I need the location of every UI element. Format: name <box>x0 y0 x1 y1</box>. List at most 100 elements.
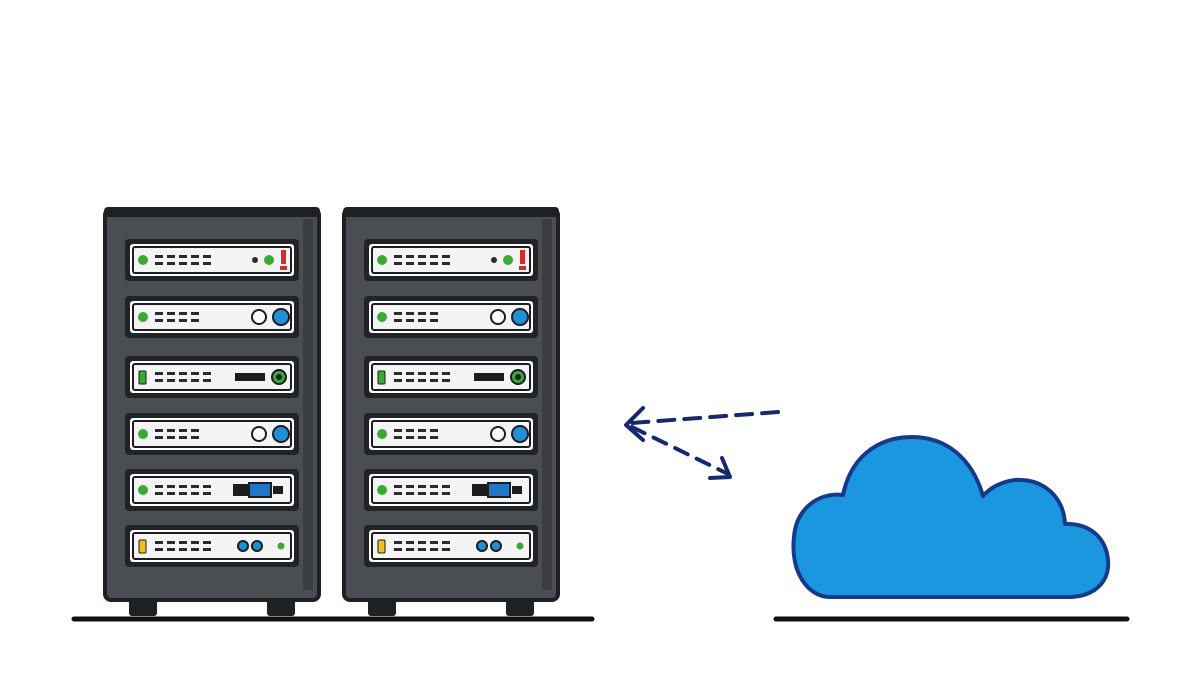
display-screen <box>487 482 511 498</box>
rack-side-panel <box>542 219 552 590</box>
server-rack-1 <box>103 207 321 616</box>
bay-inner <box>371 532 531 560</box>
bay-inner <box>132 420 292 448</box>
drive-button <box>251 309 267 325</box>
vent-slot <box>167 312 175 315</box>
vent-slot <box>155 492 163 495</box>
vent-slot <box>167 319 175 322</box>
vent-slot <box>155 255 163 258</box>
vent-slot <box>167 372 175 375</box>
vent-slot <box>430 541 438 544</box>
server-rack-2 <box>342 207 560 616</box>
vent-slot <box>418 492 426 495</box>
vent-slot <box>179 485 187 488</box>
vent-slot <box>155 312 163 315</box>
vent-slot <box>406 492 414 495</box>
display-bezel <box>233 484 249 496</box>
vent-slot <box>191 319 199 322</box>
rack-bay <box>125 356 299 398</box>
rack-bay <box>125 296 299 338</box>
alert-indicator-base <box>280 266 287 270</box>
vent-slot <box>442 262 450 265</box>
vent-slot <box>203 379 211 382</box>
dashed-arrow-upper <box>630 410 780 425</box>
vent-slot <box>394 379 402 382</box>
status-led <box>377 539 386 554</box>
vent-slot <box>406 262 414 265</box>
vent-slot <box>430 255 438 258</box>
vent-slot <box>394 492 402 495</box>
vent-slot <box>406 485 414 488</box>
io-port <box>476 540 488 552</box>
power-button <box>511 425 529 443</box>
io-status-led <box>277 542 285 550</box>
vent-slot <box>167 492 175 495</box>
vent-slot <box>155 319 163 322</box>
vent-slot <box>406 372 414 375</box>
power-button <box>272 308 290 326</box>
vent-slot <box>179 312 187 315</box>
vent-slot <box>406 319 414 322</box>
vent-slot <box>418 372 426 375</box>
status-led <box>138 312 148 322</box>
rack-bay <box>364 469 538 511</box>
vent-slot <box>418 255 426 258</box>
bay-inner <box>132 363 292 391</box>
vent-slot <box>406 379 414 382</box>
bay-inner <box>132 532 292 560</box>
dashed-double-arrow-icon <box>624 406 780 480</box>
module-led-core <box>276 374 282 380</box>
vent-slot <box>203 492 211 495</box>
vent-slot <box>406 312 414 315</box>
vent-slot <box>203 372 211 375</box>
drive-button <box>251 426 267 442</box>
cloud-icon <box>791 435 1111 599</box>
rack-bay <box>364 356 538 398</box>
vent-slot <box>191 548 199 551</box>
vent-slot <box>179 262 187 265</box>
vent-slot <box>203 541 211 544</box>
io-port <box>251 540 263 552</box>
io-port <box>490 540 502 552</box>
vent-slot <box>430 429 438 432</box>
vent-slot <box>394 255 402 258</box>
vent-slot <box>406 541 414 544</box>
vent-slot <box>406 548 414 551</box>
vent-slot <box>418 319 426 322</box>
vent-slot <box>394 548 402 551</box>
vent-slot <box>430 372 438 375</box>
vent-slot <box>191 262 199 265</box>
power-button <box>272 425 290 443</box>
rack-side-panel <box>303 219 313 590</box>
vent-slot <box>430 319 438 322</box>
vent-slot <box>191 429 199 432</box>
vent-slot <box>179 548 187 551</box>
vent-slot <box>167 485 175 488</box>
module-slot <box>235 373 265 381</box>
vent-slot <box>167 255 175 258</box>
vent-slot <box>418 262 426 265</box>
status-led <box>138 485 148 495</box>
vent-slot <box>394 312 402 315</box>
vent-slot <box>155 548 163 551</box>
vent-slot <box>394 262 402 265</box>
vent-slot <box>442 492 450 495</box>
server-racks <box>103 207 560 616</box>
vent-slot <box>394 485 402 488</box>
arrowhead-right <box>708 456 732 480</box>
rack-bay <box>364 413 538 455</box>
vent-slot <box>418 379 426 382</box>
vent-slot <box>179 255 187 258</box>
vent-slot <box>442 255 450 258</box>
vent-slot <box>430 548 438 551</box>
status-led <box>138 255 148 265</box>
vent-slot <box>442 372 450 375</box>
vent-slot <box>430 262 438 265</box>
display-bezel-right <box>273 486 283 494</box>
bay-inner <box>132 303 292 331</box>
vent-slot <box>179 492 187 495</box>
vent-slot <box>406 429 414 432</box>
vent-slot <box>167 436 175 439</box>
rack-bay <box>125 525 299 567</box>
vent-slot <box>418 312 426 315</box>
